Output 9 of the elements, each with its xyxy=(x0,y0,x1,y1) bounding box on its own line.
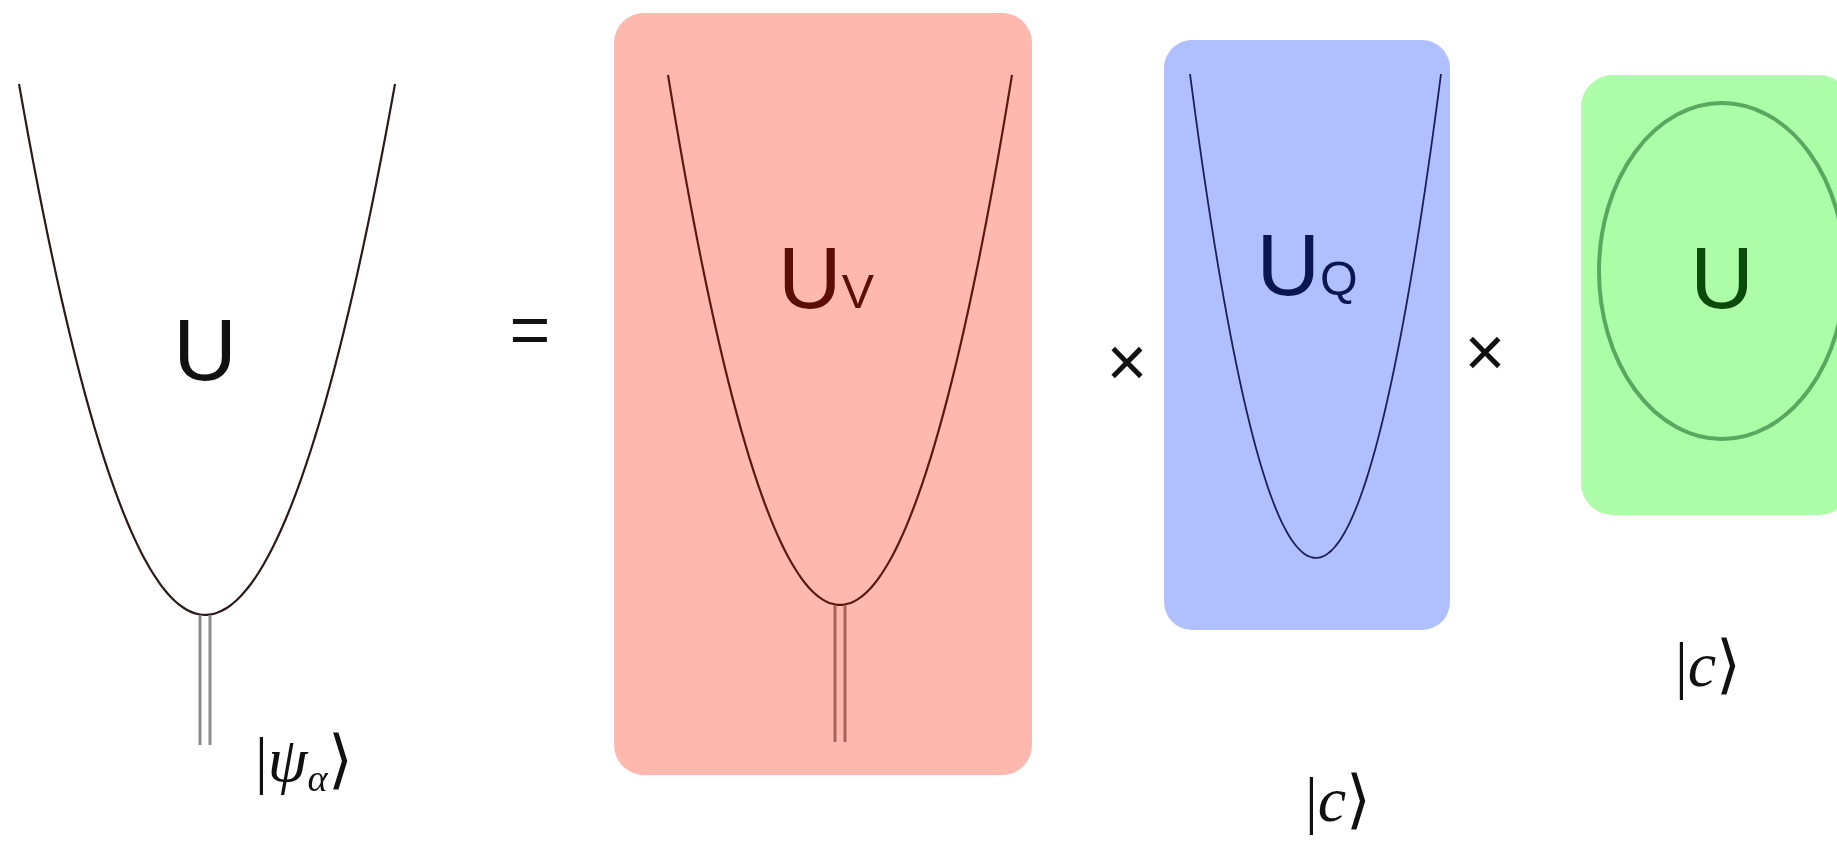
operator-symbol: U xyxy=(173,306,237,394)
ket-label: |ψ$_{α}$⟩ xyxy=(255,728,353,797)
rounded-panel xyxy=(1164,40,1450,630)
operator-symbol: U xyxy=(1690,234,1754,322)
operator-sign: × xyxy=(1106,327,1148,397)
operator-sign: = xyxy=(509,295,551,365)
operator-sign: × xyxy=(1464,317,1506,387)
rounded-panel xyxy=(614,13,1032,775)
panel xyxy=(1581,75,1837,515)
